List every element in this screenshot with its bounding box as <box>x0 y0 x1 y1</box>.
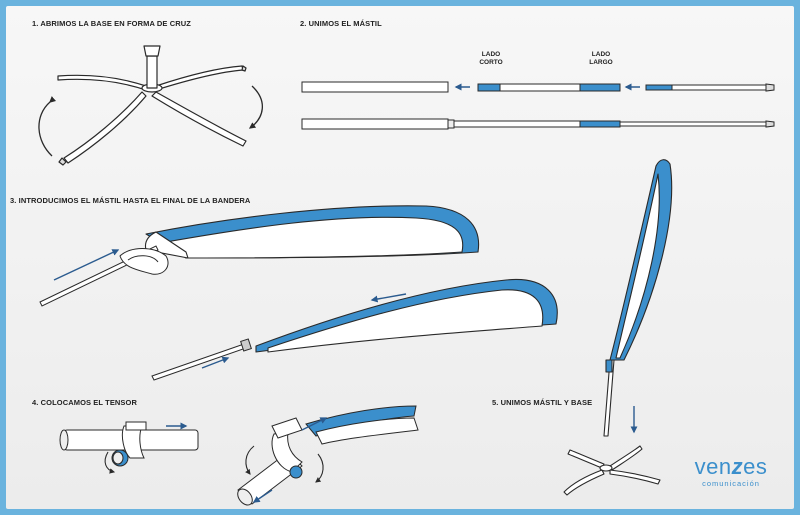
instruction-sheet: 1. ABRIMOS LA BASE EN FORMA DE CRUZ 2. U… <box>6 6 794 509</box>
mast-assembly-top <box>301 81 775 93</box>
rotate-arrow-right <box>248 85 263 129</box>
cross-base-step1 <box>57 45 247 166</box>
flag-bottom <box>255 278 558 353</box>
insert-arrow-bottom <box>201 356 230 369</box>
step-3-title: 3. INTRODUCIMOS EL MÁSTIL HASTA EL FINAL… <box>10 196 251 205</box>
assembled-flag <box>603 159 673 437</box>
step-1-title: 1. ABRIMOS LA BASE EN FORMA DE CRUZ <box>32 19 191 28</box>
step-5-title: 5. UNIMOS MÁSTIL Y BASE <box>492 398 593 407</box>
insert-arrow-top <box>53 249 120 281</box>
tensor-arrow-3 <box>252 489 273 503</box>
tensor-rotate-1 <box>104 451 116 474</box>
brand-logo: venzes comunicación <box>690 454 772 489</box>
tensor-rotate-2 <box>245 445 255 475</box>
mast-bottom-insert <box>151 338 252 381</box>
cross-base-step5 <box>563 445 661 496</box>
step-2-title: 2. UNIMOS EL MÁSTIL <box>300 19 382 28</box>
tensor-rotate-3 <box>315 453 324 483</box>
logo-tagline: comunicación <box>702 479 760 488</box>
rotate-arrow-left <box>38 96 57 157</box>
tensor-arrow-2 <box>301 417 328 431</box>
tensor-detail-1 <box>59 421 199 467</box>
slide-arrow <box>370 293 407 303</box>
step-4-title: 4. COLOCAMOS EL TENSOR <box>32 398 137 407</box>
logo-wordmark: venzes <box>694 454 768 479</box>
illustrations <box>38 45 775 506</box>
flag-top <box>144 205 480 259</box>
mast-top-insert <box>39 245 169 307</box>
mast-assembly-bottom <box>301 118 775 130</box>
tensor-detail-2 <box>237 405 419 506</box>
